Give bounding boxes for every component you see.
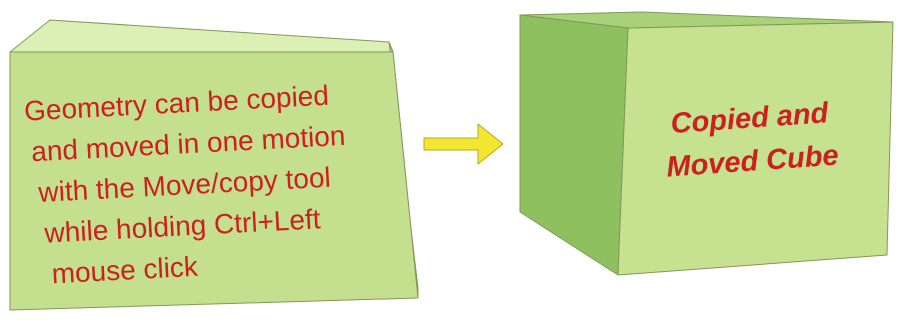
- copied-cube: Copied and Moved Cube: [519, 11, 894, 276]
- original-cube-label-line-5: mouse click: [51, 251, 200, 290]
- copied-cube-front-face: [617, 21, 894, 276]
- original-cube-front-face: [9, 51, 419, 311]
- copied-cube-side-face: [519, 14, 629, 276]
- original-cube: Geometry can be copied and moved in one …: [9, 19, 419, 311]
- right-arrow-icon: [423, 123, 504, 165]
- original-cube-top-face: [9, 19, 394, 53]
